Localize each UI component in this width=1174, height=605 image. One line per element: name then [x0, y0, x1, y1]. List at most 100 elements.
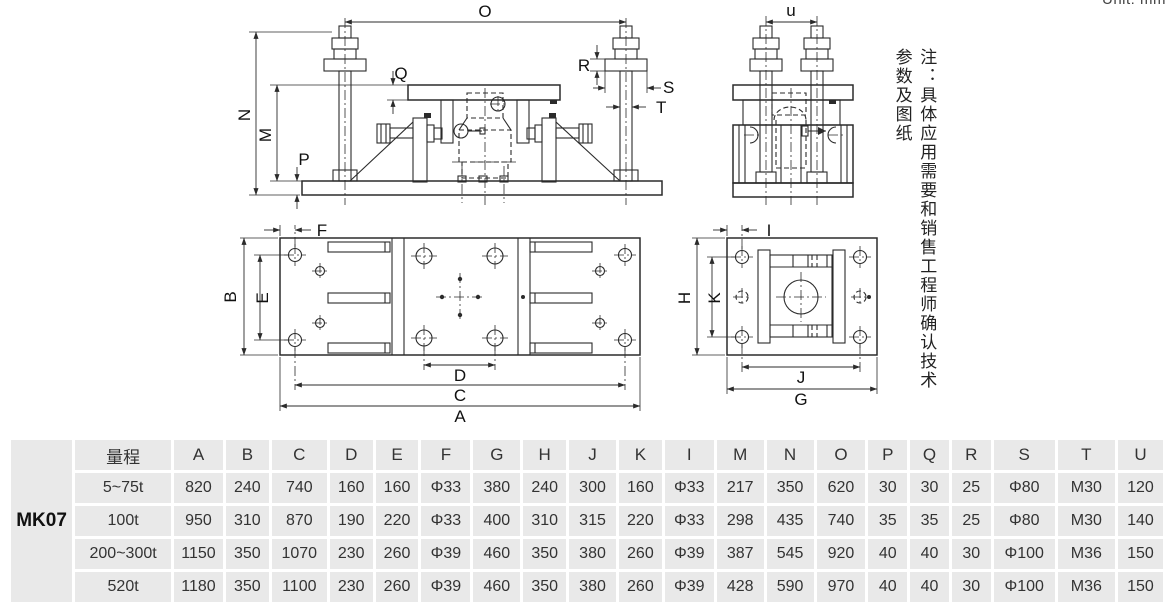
dim-label-a: A	[454, 407, 466, 426]
dim-label-i: I	[767, 221, 772, 240]
table-cell: Φ39	[664, 572, 714, 602]
gusset-right	[541, 113, 621, 183]
column-header: U	[1117, 440, 1163, 470]
column-header: O	[816, 440, 866, 470]
model-cell: MK07	[11, 440, 73, 602]
table-cell: 620	[816, 473, 866, 503]
table-cell: 260	[618, 572, 662, 602]
side-bolt-left	[376, 123, 443, 144]
table-cell: M30	[1057, 506, 1115, 536]
table-cell: 140	[1117, 506, 1163, 536]
table-cell: M30	[1057, 473, 1115, 503]
center-plate-features	[411, 243, 525, 351]
table-cell: 428	[716, 572, 764, 602]
table-cell: 545	[766, 539, 814, 569]
side-elevation-view: u	[732, 1, 854, 205]
side-note-line2: 参数及图纸	[892, 48, 912, 143]
table-cell: 400	[473, 506, 521, 536]
table-cell: 200~300t	[75, 539, 172, 569]
column-header: Q	[910, 440, 949, 470]
table-cell: 25	[951, 506, 991, 536]
dim-label-j: J	[797, 368, 806, 387]
table-cell: 315	[569, 506, 616, 536]
table-cell: 950	[174, 506, 223, 536]
table-cell: 220	[618, 506, 662, 536]
table-cell: Φ100	[993, 572, 1055, 602]
table-cell: M36	[1057, 539, 1115, 569]
technical-drawing: O N M P Q R S	[221, 1, 878, 426]
table-cell: Φ33	[421, 506, 471, 536]
column-header: B	[225, 440, 269, 470]
table-cell: Φ33	[664, 506, 714, 536]
right-plate-features	[529, 241, 636, 354]
dim-label-h: H	[675, 292, 694, 304]
dim-label-e: E	[253, 292, 272, 303]
dim-label-g: G	[794, 390, 807, 409]
column-header: N	[766, 440, 814, 470]
table-cell: 40	[868, 539, 908, 569]
table-cell: 190	[329, 506, 373, 536]
table-cell: 30	[910, 473, 949, 503]
table-cell: 300	[569, 473, 616, 503]
table-cell: 740	[816, 506, 866, 536]
left-plate-features	[284, 241, 391, 354]
bracket-right	[516, 99, 530, 144]
anchor-bolt-left	[323, 25, 367, 182]
table-cell: 350	[225, 539, 269, 569]
table-cell: 310	[225, 506, 269, 536]
table-cell: 220	[375, 506, 419, 536]
dim-label-d: D	[454, 366, 466, 385]
anchor-bolt-right	[604, 25, 648, 182]
table-cell: 160	[375, 473, 419, 503]
column-header: F	[421, 440, 471, 470]
table-cell: 150	[1117, 572, 1163, 602]
table-cell: 5~75t	[75, 473, 172, 503]
dim-label-r: R	[578, 56, 590, 75]
side-plan-view: I H K J G	[675, 221, 878, 409]
table-cell: 380	[569, 539, 616, 569]
table-cell: 1150	[174, 539, 223, 569]
table-cell: 150	[1117, 539, 1163, 569]
table-cell: Φ80	[993, 506, 1055, 536]
table-cell: 240	[523, 473, 567, 503]
table-cell: 120	[1117, 473, 1163, 503]
dim-label-n: N	[235, 109, 254, 121]
load-cell	[452, 92, 518, 203]
table-cell: 1180	[174, 572, 223, 602]
unit-label: Unit: mm	[1102, 0, 1166, 8]
dim-label-s: S	[663, 78, 674, 97]
table-cell: 820	[174, 473, 223, 503]
column-header: R	[951, 440, 991, 470]
table-cell: 460	[473, 539, 521, 569]
table-cell: 380	[569, 572, 616, 602]
table-cell: 230	[329, 572, 373, 602]
table-cell: 380	[473, 473, 521, 503]
side-bolt-right	[526, 123, 593, 144]
table-cell: 350	[225, 572, 269, 602]
plan-view-dimensions: F B E D C A	[221, 221, 641, 426]
dim-label-k: K	[705, 292, 724, 304]
table-cell: 40	[910, 572, 949, 602]
table-cell: 387	[716, 539, 764, 569]
anchor-bolts-side	[749, 25, 834, 184]
table-cell: 310	[523, 506, 567, 536]
table-cell: 40	[868, 572, 908, 602]
table-cell: 35	[868, 506, 908, 536]
side-plan-holes	[731, 246, 871, 348]
plan-view: F B E D C A	[221, 221, 641, 426]
dim-label-t: T	[656, 98, 666, 117]
table-cell: 740	[271, 473, 327, 503]
column-header: C	[271, 440, 327, 470]
dim-label-q: Q	[394, 64, 407, 83]
side-note: 注：具体应用需要和销售工程师确认技术 参数及图纸	[889, 48, 938, 390]
table-cell: 260	[375, 572, 419, 602]
table-cell: 970	[816, 572, 866, 602]
dim-label-c: C	[454, 386, 466, 405]
table-cell: 260	[618, 539, 662, 569]
table-cell: 350	[523, 539, 567, 569]
table-cell: 35	[910, 506, 949, 536]
dim-label-f: F	[317, 221, 327, 240]
table-cell: Φ33	[664, 473, 714, 503]
